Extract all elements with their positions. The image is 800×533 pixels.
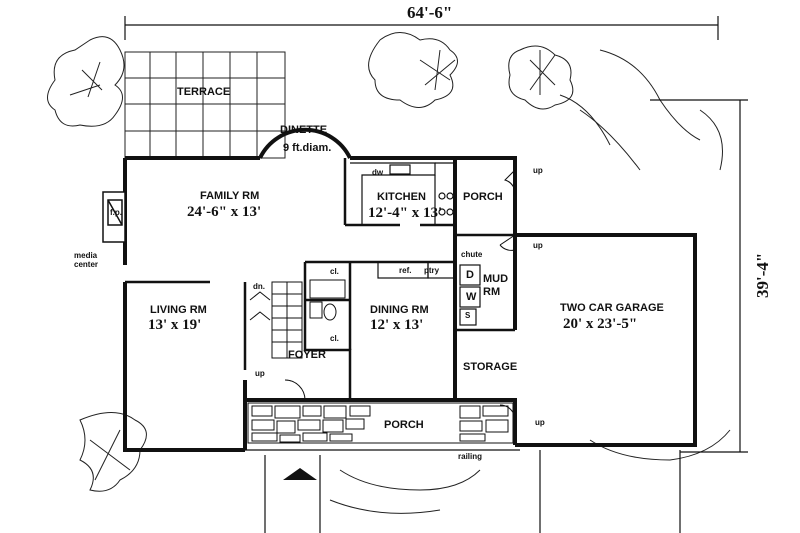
railing-walk [245,449,681,533]
overall-depth-label: 39'-4" [753,252,772,298]
fireplace-label: f.p. [110,208,122,217]
foyer-label: FOYER [288,349,326,361]
dinette-label: DINETTE [280,124,328,136]
overall-width-label: 64'-6" [407,3,453,22]
stairs [249,281,303,359]
family-room-size: 24'-6" x 13' [187,204,262,220]
stairs-down-label: dn. [253,282,265,291]
sink-label: S [465,311,471,320]
media-center-label: media center [74,251,99,269]
terrace-paving [124,51,286,159]
railing-label: railing [458,452,483,461]
closet-lower-label: cl. [330,334,339,343]
kitchen-size: 12'-4" x 13' [368,205,443,221]
garage-label: TWO CAR GARAGE [560,302,664,314]
front-porch-stonework [247,402,514,444]
doors [284,169,516,421]
living-room-label: LIVING RM [150,304,207,316]
powder-room [309,279,346,321]
terrace-label: TERRACE [177,86,231,98]
dining-room-size: 12' x 13' [370,317,424,333]
dishwasher-label: dw [372,168,384,177]
up-front-label: up [535,418,545,427]
storage-label: STORAGE [463,361,518,373]
dining-room-label: DINING RM [370,304,429,316]
entry-arrow [283,468,317,480]
interior-walls [125,158,515,400]
kitchen-counters [350,162,456,226]
kitchen-label: KITCHEN [377,191,426,203]
family-room-label: FAMILY RM [200,190,260,202]
closet-upper-label: cl. [330,267,339,276]
dryer-label: D [466,269,474,281]
up-porch-label: up [533,166,543,175]
dinette-size: 9 ft.diam. [283,142,332,154]
refrigerator-label: ref. [399,266,412,275]
pantry-label: ptry [424,266,440,275]
porch-upper-label: PORCH [463,191,503,203]
garage-size: 20' x 23'-5" [563,316,638,332]
utility-fixtures [377,261,481,326]
chute-label: chute [461,250,483,259]
mud-room-label: MUD RM [483,273,509,298]
exterior-walls [123,127,697,452]
up-foyer-label: up [255,369,265,378]
front-porch-label: PORCH [384,419,424,431]
dimension-lines [124,16,748,453]
up-garage-label: up [533,241,543,250]
fireplace [102,191,126,243]
washer-label: W [466,291,477,303]
living-room-size: 13' x 19' [148,317,202,333]
